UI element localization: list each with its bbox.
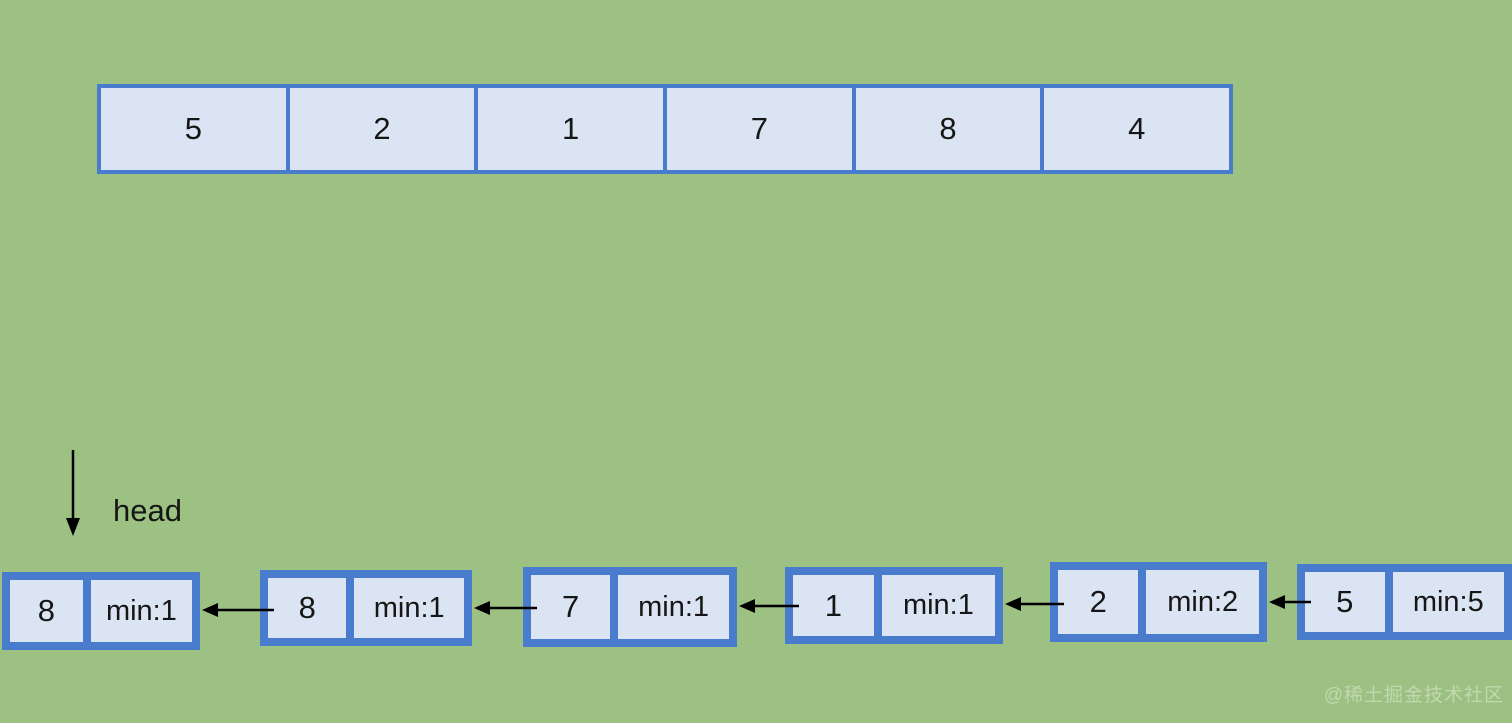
node-value-cell: 8 bbox=[10, 580, 83, 642]
node-min-cell: min:1 bbox=[618, 575, 729, 639]
array-cell: 5 bbox=[101, 88, 286, 170]
array-cell: 1 bbox=[478, 88, 664, 170]
array-cell: 8 bbox=[855, 88, 1041, 170]
array-cell: 2 bbox=[289, 88, 475, 170]
watermark: @稀土掘金技术社区 bbox=[1323, 685, 1504, 706]
array-cell: 7 bbox=[667, 88, 852, 170]
node-value-cell: 8 bbox=[268, 578, 347, 638]
array-cell: 4 bbox=[1044, 88, 1230, 170]
node-min-cell: min:1 bbox=[354, 578, 464, 638]
node-value-cell: 5 bbox=[1305, 572, 1385, 632]
node-min-cell: min:1 bbox=[881, 575, 995, 636]
node-min-cell: min:2 bbox=[1146, 570, 1259, 634]
head-label: head bbox=[113, 493, 182, 528]
node-value-cell: 1 bbox=[793, 575, 874, 636]
node-value-cell: 7 bbox=[531, 575, 611, 639]
node-min-cell: min:5 bbox=[1392, 572, 1504, 632]
head-pointer-arrow-icon bbox=[66, 450, 80, 536]
node-value-cell: 2 bbox=[1058, 570, 1139, 634]
node-min-cell: min:1 bbox=[90, 580, 192, 642]
